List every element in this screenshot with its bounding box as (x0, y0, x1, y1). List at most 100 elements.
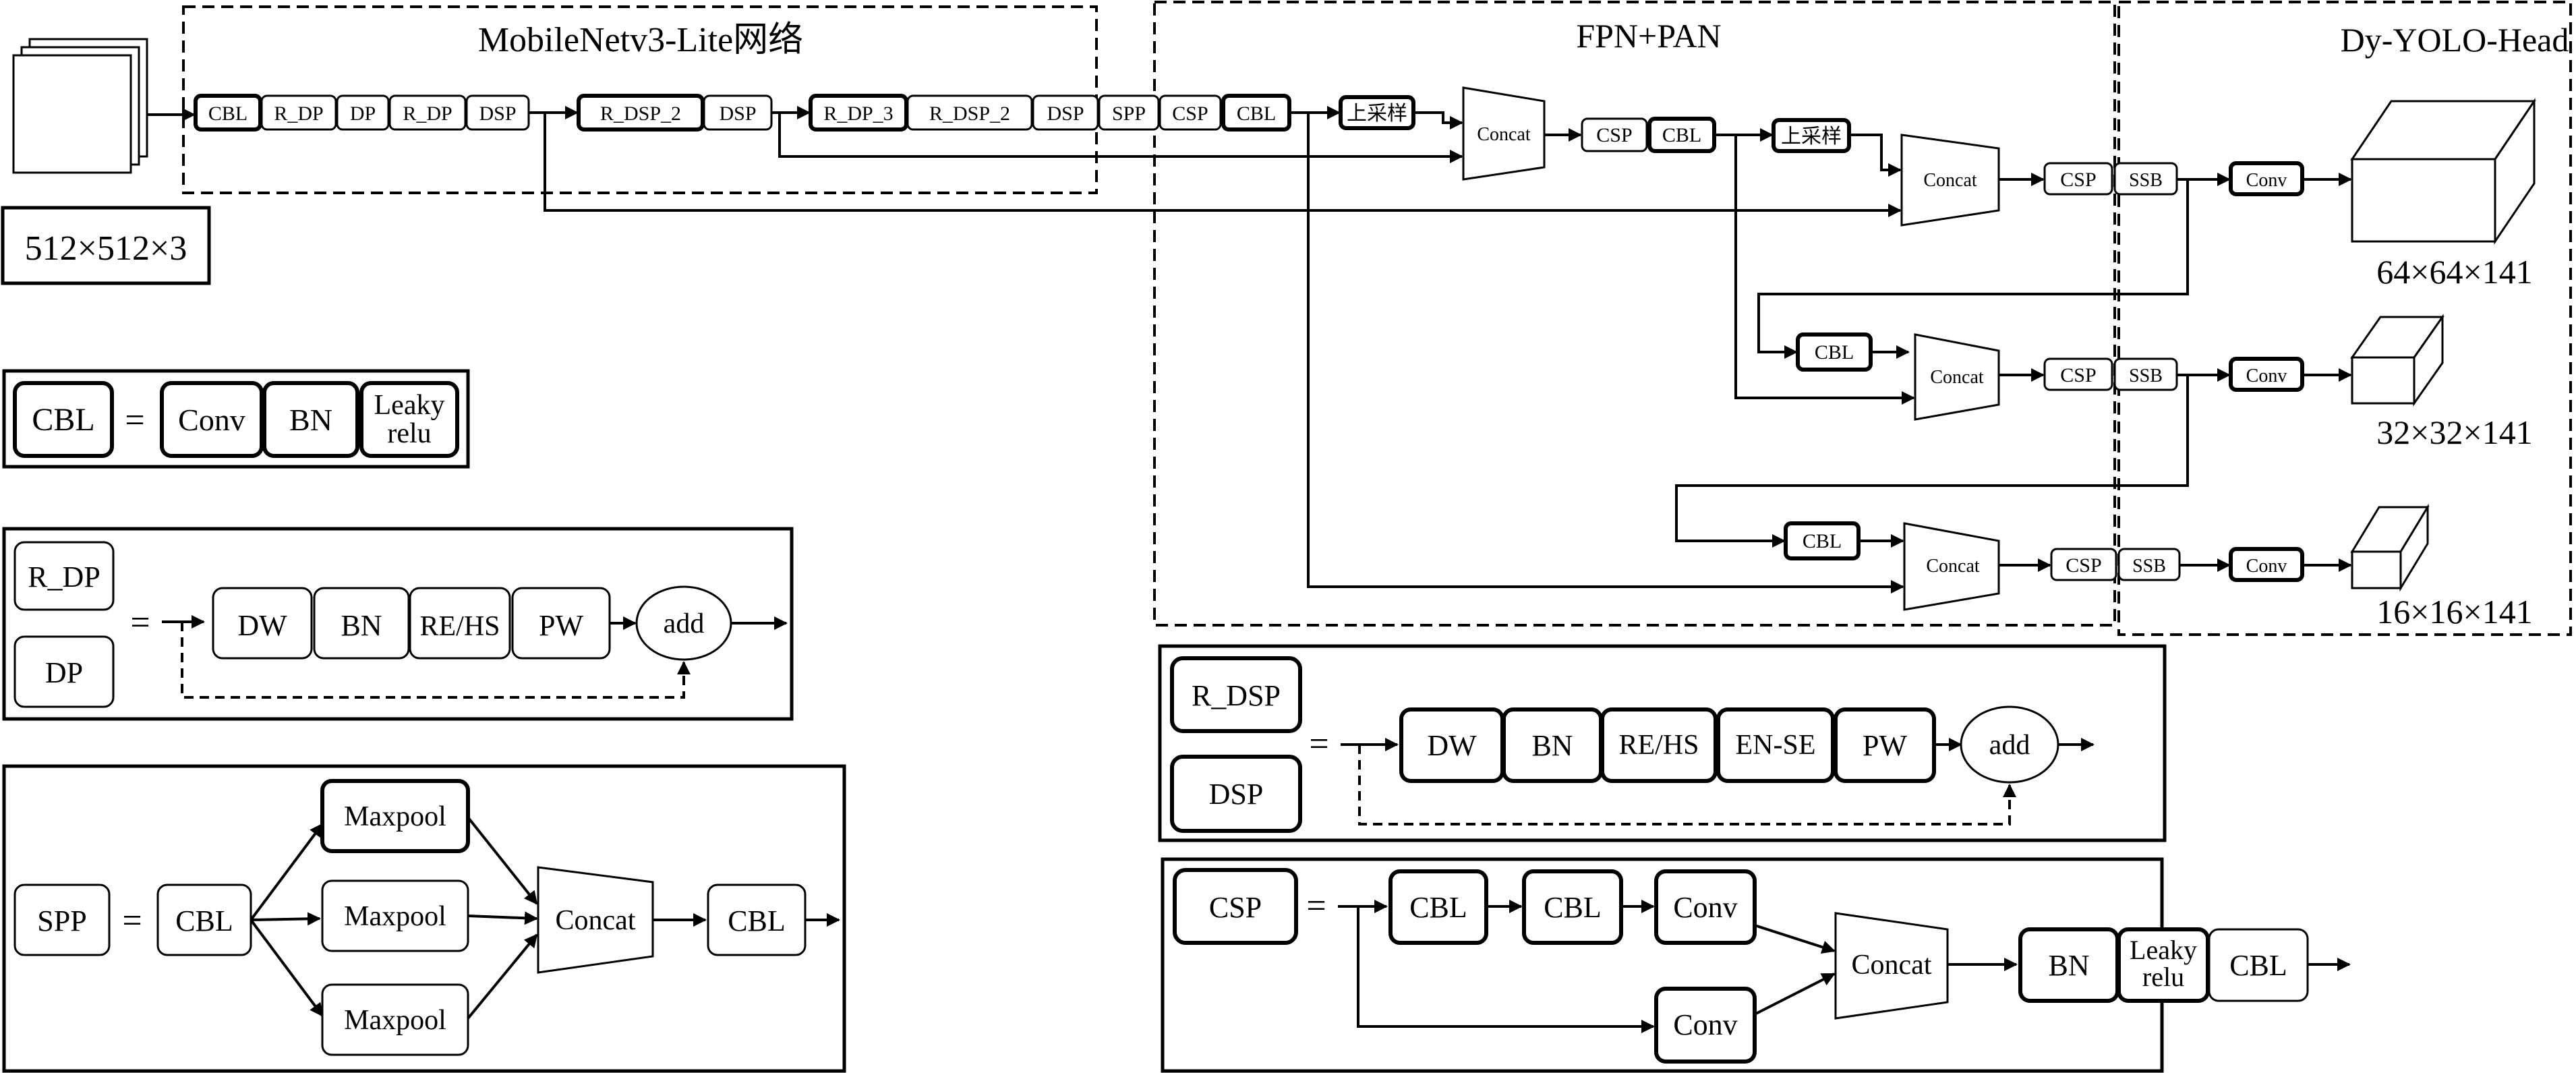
output-size-large: 64×64×141 (2376, 253, 2532, 291)
backbone-block-cbl: CBL (194, 94, 262, 132)
output-cube-large (2350, 98, 2536, 245)
svg-text:CBL: CBL (208, 103, 247, 125)
output-cube-medium (2350, 314, 2445, 407)
neck-csp-1: CSP (1581, 117, 1648, 152)
ssb-1: SSB (2113, 162, 2178, 196)
backbone-block-dsp-3: DSP (1032, 94, 1099, 131)
backbone-title: MobileNetv3-Lite网络 (478, 21, 803, 59)
svg-text:上采样: 上采样 (1347, 103, 1407, 125)
output-size-small: 16×16×141 (2376, 593, 2532, 631)
upsample-1: 上采样 (1339, 95, 1415, 130)
svg-text:R_DSP_2: R_DSP_2 (600, 103, 681, 125)
svg-text:relu: relu (387, 418, 431, 449)
svg-text:DW: DW (237, 609, 287, 642)
legend-r-dp: R_DP DP = DW BN RE/HS PW add (2, 527, 794, 721)
output-size-medium: 32×32×141 (2376, 413, 2532, 451)
svg-text:R_DSP: R_DSP (1192, 679, 1281, 712)
legend-r-dsp: R_DSP DSP = DW BN RE/HS EN-SE PW add (1158, 644, 2167, 842)
backbone-block-dp: DP (336, 94, 390, 131)
backbone-block-csp: CSP (1159, 94, 1222, 131)
svg-text:CBL: CBL (1544, 891, 1602, 924)
svg-text:CSP: CSP (1596, 124, 1632, 146)
svg-text:CSP: CSP (2066, 554, 2101, 577)
svg-text:Maxpool: Maxpool (344, 801, 446, 832)
output-cube-small (2350, 503, 2430, 592)
legend-csp: CSP = CBL CBL Conv Conv Concat BN Leaky … (1161, 857, 2351, 1073)
neck-region (1153, 1, 2116, 627)
svg-text:SSB: SSB (2132, 556, 2166, 577)
svg-text:BN: BN (341, 609, 382, 642)
neck-title: FPN+PAN (1576, 17, 1721, 55)
svg-text:R_DP: R_DP (403, 103, 452, 125)
head-conv-3: Conv (2229, 547, 2304, 582)
head-conv-1: Conv (2229, 161, 2304, 196)
svg-text:DSP: DSP (719, 103, 756, 125)
svg-text:DSP: DSP (1047, 103, 1084, 125)
svg-text:BN: BN (2048, 949, 2089, 982)
backbone-block-dsp-2: DSP (703, 94, 773, 131)
svg-text:DP: DP (350, 103, 376, 125)
svg-text:add: add (664, 608, 705, 639)
svg-text:RE/HS: RE/HS (419, 611, 500, 642)
legend-cbl: CBL = Conv BN Leaky relu (2, 369, 470, 469)
svg-text:CSP: CSP (2060, 364, 2096, 386)
svg-text:Conv: Conv (2246, 170, 2287, 191)
svg-text:SPP: SPP (1112, 103, 1146, 125)
svg-text:R_DP: R_DP (274, 103, 323, 125)
svg-text:Conv: Conv (1673, 891, 1737, 924)
ssb-3: SSB (2117, 548, 2181, 581)
svg-text:Concat: Concat (1930, 367, 1984, 388)
pan-cbl-2: CBL (1784, 521, 1861, 560)
svg-text:Leaky: Leaky (2130, 935, 2197, 965)
svg-text:PW: PW (1863, 729, 1907, 762)
backbone-chain: CBL R_DP DP R_DP DSP R_DSP_2 DSP (194, 94, 1341, 132)
svg-text:DP: DP (45, 656, 83, 689)
backbone-block-spp: SPP (1098, 94, 1160, 131)
svg-text:CBL: CBL (1662, 124, 1701, 146)
neck-cbl-1: CBL (1647, 117, 1716, 153)
svg-text:Conv: Conv (1673, 1008, 1737, 1041)
svg-text:relu: relu (2142, 962, 2184, 992)
backbone-block-r-dp: R_DP (260, 94, 337, 131)
svg-text:SPP: SPP (37, 904, 86, 937)
svg-text:Conv: Conv (2246, 366, 2287, 386)
svg-text:SSB: SSB (2129, 366, 2163, 386)
svg-text:CSP: CSP (2060, 169, 2096, 191)
backbone-block-cbl-2: CBL (1221, 94, 1291, 132)
backbone-block-r-dp-2: R_DP (388, 94, 467, 131)
svg-text:CBL: CBL (1803, 530, 1842, 552)
svg-text:Maxpool: Maxpool (344, 901, 446, 932)
input-size-label: 512×512×3 (25, 229, 187, 268)
svg-text:Maxpool: Maxpool (344, 1005, 446, 1036)
svg-text:CBL: CBL (1237, 103, 1276, 125)
svg-text:Concat: Concat (1923, 170, 1977, 191)
svg-text:Conv: Conv (178, 403, 245, 437)
svg-text:EN-SE: EN-SE (1736, 730, 1816, 761)
legend-spp: SPP = CBL Maxpool Maxpool Maxpool Concat… (2, 764, 846, 1073)
svg-text:=: = (1306, 887, 1326, 925)
svg-text:Leaky: Leaky (374, 390, 445, 421)
svg-text:Conv: Conv (2246, 556, 2287, 577)
svg-text:R_DP_3: R_DP_3 (823, 103, 893, 125)
svg-text:BN: BN (289, 403, 332, 437)
svg-text:R_DP: R_DP (28, 560, 100, 593)
svg-text:CSP: CSP (1172, 103, 1208, 125)
svg-text:上采样: 上采样 (1781, 125, 1842, 148)
concat-4: Concat (1903, 522, 2000, 611)
svg-text:Concat: Concat (1852, 950, 1932, 981)
head-region (2117, 1, 2572, 636)
svg-text:CBL: CBL (728, 904, 786, 937)
svg-text:=: = (122, 902, 142, 940)
svg-text:CBL: CBL (32, 402, 94, 438)
backbone-block-r-dsp-2b: R_DSP_2 (906, 94, 1033, 131)
backbone-block-dsp: DSP (465, 94, 530, 131)
backbone-block-r-dsp-2: R_DSP_2 (577, 94, 705, 132)
concat-1: Concat (1462, 86, 1546, 181)
svg-text:DSP: DSP (1209, 778, 1264, 811)
svg-text:BN: BN (1531, 729, 1573, 762)
neck-csp-3: CSP (2043, 357, 2113, 391)
input-size-box (1, 206, 211, 285)
svg-text:SSB: SSB (2129, 170, 2163, 191)
svg-text:Concat: Concat (1477, 124, 1531, 145)
